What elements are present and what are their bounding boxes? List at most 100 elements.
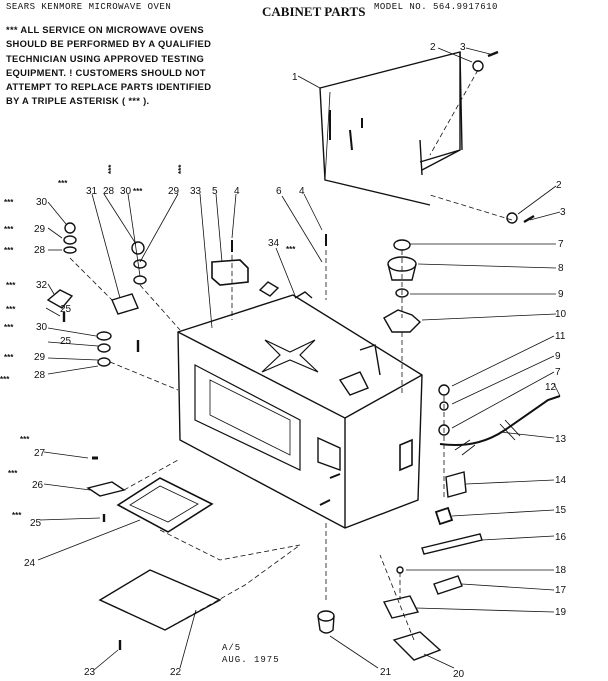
note-line: BY A TRIPLE ASTERISK ( *** ). [6, 95, 150, 107]
oven-chassis [177, 281, 423, 529]
callout-number: 25 [60, 336, 72, 347]
triple-asterisk-marker: *** [6, 281, 16, 290]
page-title: CABINET PARTS [262, 4, 366, 19]
bracket-part [434, 506, 454, 526]
triple-asterisk-marker: *** [4, 323, 14, 332]
callout-number: 34 [268, 238, 280, 249]
callout-number: 25 [30, 518, 42, 529]
header-brand: SEARS KENMORE MICROWAVE OVEN [6, 2, 172, 12]
callout-number: 11 [555, 331, 566, 342]
switch-lever-part [46, 289, 74, 309]
note-line: ATTEMPT TO REPLACE PARTS IDENTIFIED [6, 81, 212, 93]
triple-asterisk-marker: *** [12, 511, 22, 520]
motor-body-part [387, 263, 417, 281]
triple-asterisk-marker: *** [6, 305, 16, 314]
callout-number: 3 [560, 207, 566, 218]
callout-number: 13 [555, 434, 567, 445]
callout-number: 17 [555, 585, 567, 596]
triple-asterisk-marker: *** [286, 245, 296, 254]
leader-lines [37, 47, 561, 671]
callout-number: 8 [558, 263, 564, 274]
callout-number: 7 [555, 367, 561, 378]
callout-number: 18 [555, 565, 567, 576]
callout-number: 29 [34, 352, 46, 363]
callout-number: 9 [555, 351, 561, 362]
stirrer-blade-part [261, 339, 319, 373]
fuse-part [433, 575, 463, 595]
footer-date: AUG. 1975 [222, 655, 280, 665]
triple-asterisk-marker: *** [8, 469, 18, 478]
callout-number: 27 [34, 448, 46, 459]
callout-number: 1 [292, 72, 298, 83]
triple-asterisk-marker: *** [133, 187, 143, 196]
callout-number: 9 [558, 289, 564, 300]
callout-number: 3 [460, 42, 466, 53]
foot-part [317, 610, 335, 622]
note-line: EQUIPMENT. ! CUSTOMERS SHOULD NOT [6, 66, 206, 78]
callout-number: 5 [212, 186, 218, 197]
callout-number: 4 [234, 186, 240, 197]
bottom-plate-part [392, 631, 442, 661]
callout-number: 30 [36, 197, 48, 208]
callout-number: 2 [430, 42, 436, 53]
callout-number: 31 [86, 186, 98, 197]
triple-asterisk-marker: *** [58, 179, 68, 188]
callout-number: 24 [24, 558, 36, 569]
triple-asterisk-marker: *** [177, 164, 186, 174]
callout-number: 7 [558, 239, 564, 250]
note-line: *** ALL SERVICE ON MICROWAVE OVENS [6, 24, 204, 35]
rod-part [421, 533, 483, 555]
stirrer-motor-part [383, 309, 422, 333]
callout-number: 29 [168, 186, 180, 197]
callout-number: 30 [120, 186, 132, 197]
asterisk-markers: *** *** *** *** *** *** *** *** *** *** … [0, 164, 296, 520]
triple-asterisk-marker: *** [20, 435, 30, 444]
callout-number: 30 [36, 322, 48, 333]
callout-number: 21 [380, 667, 392, 678]
washer-part [395, 288, 409, 298]
callout-number: 28 [34, 370, 46, 381]
callout-number: 28 [34, 245, 46, 256]
callout-number: 14 [555, 475, 567, 486]
triple-asterisk-marker: *** [4, 246, 14, 255]
triple-asterisk-marker: *** [107, 164, 116, 174]
callout-number: 20 [453, 669, 465, 680]
washer-part [393, 239, 411, 251]
callout-number: 6 [276, 186, 282, 197]
callout-number: 10 [555, 309, 567, 320]
washer-part [64, 222, 76, 234]
callout-number: 16 [555, 532, 567, 543]
service-warning-note: *** ALL SERVICE ON MICROWAVE OVENS SHOUL… [6, 23, 306, 109]
note-line: SHOULD BE PERFORMED BY A QUALIFIED [6, 38, 212, 50]
callout-number: 4 [299, 186, 305, 197]
fuse-holder-part [382, 595, 420, 619]
door-glass-part [116, 477, 214, 533]
callout-number: 29 [34, 224, 46, 235]
triple-asterisk-marker: *** [4, 353, 14, 362]
callout-number: 33 [190, 186, 202, 197]
power-cord-part [439, 395, 561, 446]
switch-bracket-part [111, 293, 139, 315]
footer-page: A/5 [222, 643, 242, 653]
assembly-guide-lines [69, 69, 513, 641]
note-line: TECHNICIAN USING APPROVED TESTING [6, 52, 205, 64]
triple-asterisk-marker: *** [4, 225, 14, 234]
callout-number: 32 [36, 280, 48, 291]
callout-number: 12 [545, 382, 557, 393]
callout-number: 22 [170, 667, 182, 678]
triple-asterisk-marker: *** [4, 198, 14, 207]
callout-number: 25 [60, 304, 72, 315]
motor-part [211, 259, 249, 286]
triple-asterisk-marker: *** [0, 375, 10, 384]
washer-part [131, 241, 145, 255]
callout-number: 23 [84, 667, 96, 678]
callout-number: 28 [103, 186, 115, 197]
cover-plate-part [445, 471, 467, 498]
callout-number: 2 [556, 180, 562, 191]
outer-cabinet-part [319, 51, 463, 206]
callout-number: 26 [32, 480, 44, 491]
bottom-cover-part [98, 569, 222, 631]
part-callouts: 1 2 3 2 3 4 4 5 6 7 7 8 9 9 10 11 12 13 … [24, 42, 567, 680]
